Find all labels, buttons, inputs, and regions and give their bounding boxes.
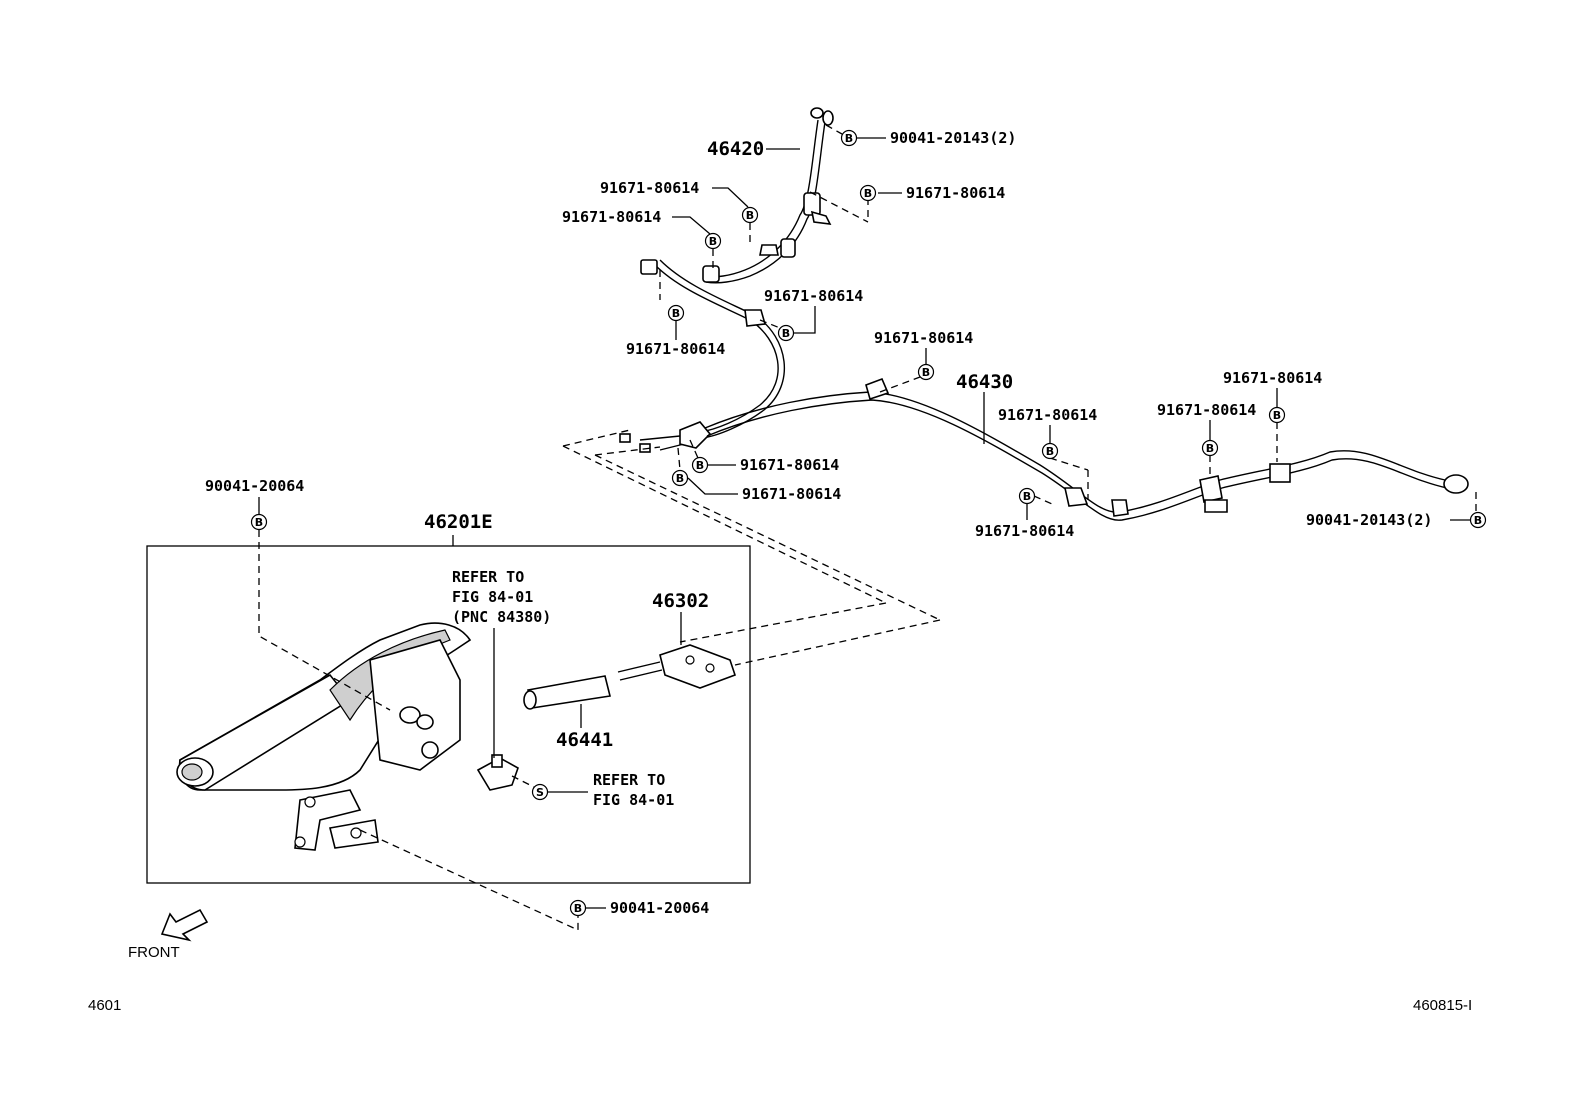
note-refer-84380-line1: REFER TO [452,568,524,586]
b-callout-1: B [840,129,858,147]
lever-assy-frame [146,545,751,884]
label-91671-g: 91671-80614 [1157,401,1256,419]
svg-text:B: B [845,132,853,145]
note-refer-84-01-line1: REFER TO [593,771,665,789]
label-91671-a: 91671-80614 [600,179,699,197]
cable-46430 [704,377,1469,521]
leader-lines [258,124,1477,932]
switch-part [476,754,519,791]
svg-text:B: B [574,902,582,915]
front-label: FRONT [128,944,180,961]
svg-text:B: B [1206,442,1214,455]
label-91671-top-right: 91671-80614 [906,184,1005,202]
note-refer-84-01-line2: FIG 84-01 [593,791,674,809]
b-callout-15: B [250,513,268,531]
cable-left-lower [619,259,786,453]
note-refer-84380-line3: (PNC 84380) [452,608,551,626]
label-91671-c: 91671-80614 [764,287,863,305]
label-91671-k: 91671-80614 [975,522,1074,540]
label-90041-20143-top: 90041-20143(2) [890,129,1016,147]
svg-text:B: B [1474,514,1482,527]
svg-text:B: B [782,327,790,340]
b-callout-3: B [741,206,759,224]
svg-text:B: B [676,472,684,485]
svg-text:B: B [709,235,717,248]
parking-brake-lever [176,622,472,851]
label-91671-h: 91671-80614 [1223,369,1322,387]
b-callout-14: B [671,469,689,487]
label-46302: 46302 [652,590,709,612]
b-callout-13: B [691,456,709,474]
b-callout-9: B [1018,487,1036,505]
b-callout-10: B [1201,439,1219,457]
label-91671-e: 91671-80614 [874,329,973,347]
label-90041-20064-bottom: 90041-20064 [610,899,709,917]
label-91671-d: 91671-80614 [626,340,725,358]
label-91671-f: 91671-80614 [998,406,1097,424]
callout-symbols: B B B B B B B B B B B B B B B B S [250,129,1487,917]
svg-text:B: B [672,307,680,320]
svg-text:B: B [255,516,263,529]
svg-text:B: B [1273,409,1281,422]
label-46420: 46420 [707,138,764,160]
b-callout-12: B [1469,511,1487,529]
label-90041-20143-right: 90041-20143(2) [1306,511,1432,529]
part-46441-grip [523,675,611,710]
b-callout-5: B [667,304,685,322]
b-callout-2: B [859,184,877,202]
svg-text:B: B [1046,445,1054,458]
label-46201E: 46201E [424,511,493,533]
cable-46420 [702,107,834,284]
svg-text:B: B [922,366,930,379]
label-91671-i: 91671-80614 [740,456,839,474]
b-callout-7: B [917,363,935,381]
part-46302-front-cable [617,644,737,689]
figure-code: 460815-I [1413,997,1472,1014]
svg-text:B: B [864,187,872,200]
svg-text:B: B [696,459,704,472]
svg-text:B: B [1023,490,1031,503]
b-callout-16: B [569,899,587,917]
label-46430: 46430 [956,371,1013,393]
label-91671-j: 91671-80614 [742,485,841,503]
b-callout-4: B [704,232,722,250]
b-callout-11: B [1268,406,1286,424]
section-code: 4601 [88,997,121,1014]
b-callout-8: B [1041,442,1059,460]
s-callout: S [531,783,549,801]
svg-text:S: S [536,786,544,799]
note-refer-84380-line2: FIG 84-01 [452,588,533,606]
b-callout-6: B [777,324,795,342]
label-91671-b: 91671-80614 [562,208,661,226]
front-arrow-icon [160,908,209,942]
label-46441: 46441 [556,729,613,751]
svg-text:B: B [746,209,754,222]
label-90041-20064-top: 90041-20064 [205,477,304,495]
